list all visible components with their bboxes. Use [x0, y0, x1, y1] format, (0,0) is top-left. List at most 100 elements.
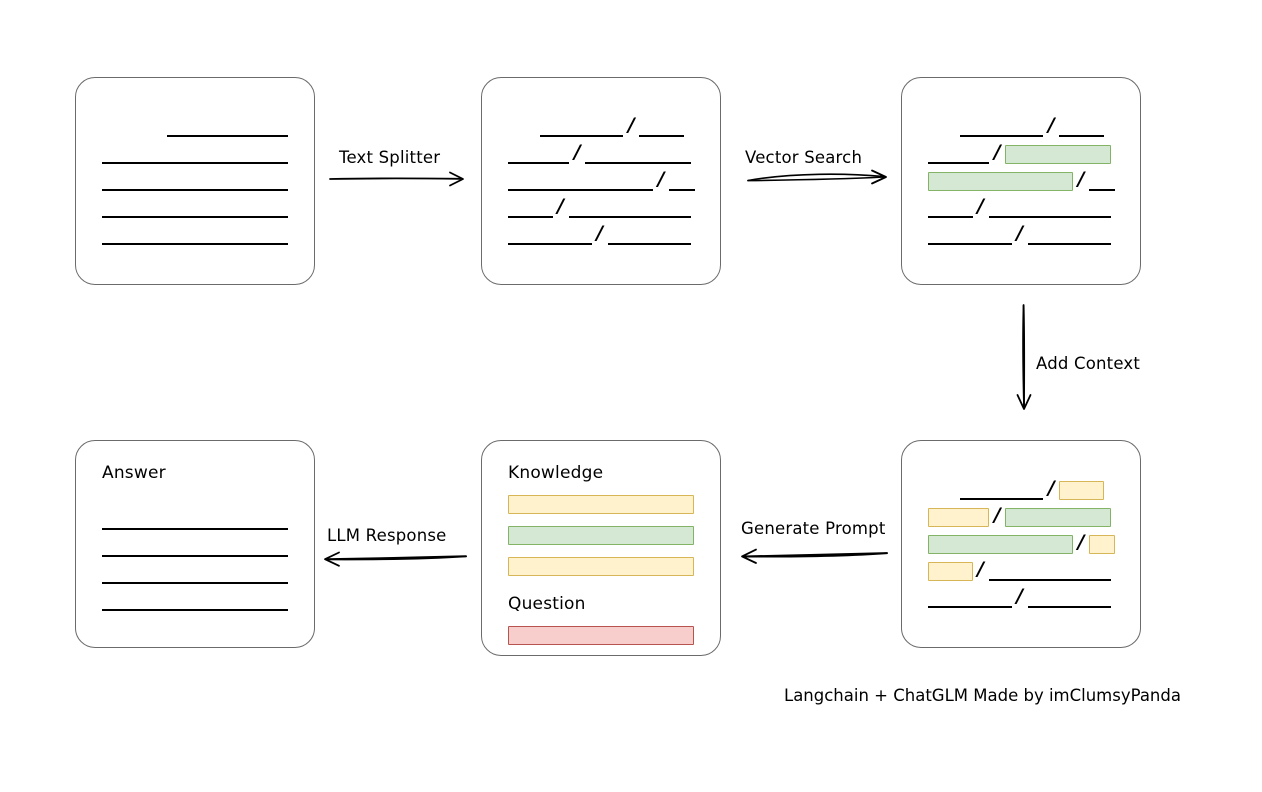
text-rule-segment — [508, 141, 570, 168]
text-line: / — [928, 167, 1116, 195]
indent-spacer — [102, 114, 167, 141]
arrow-generate-prompt — [741, 548, 888, 564]
text-line: / — [508, 141, 694, 168]
knowledge-bar-3 — [508, 557, 694, 576]
context-document-lines: / / / / / — [928, 441, 1116, 647]
slash-separator: / — [1077, 167, 1085, 190]
text-rule-segment — [607, 222, 692, 249]
text-rule-segment — [508, 222, 592, 249]
text-line: / — [508, 114, 694, 141]
text-rule-segment — [102, 588, 288, 615]
split-document-lines: ///// — [508, 78, 696, 284]
edge-label-add-context: Add Context — [1036, 354, 1141, 373]
knowledge-label: Knowledge — [508, 463, 604, 483]
text-line — [102, 195, 288, 222]
slash-separator: / — [1047, 113, 1055, 136]
text-line: / — [928, 504, 1114, 531]
edge-label-text-splitter: Text Splitter — [339, 148, 441, 167]
highlight-yellow-segment — [1059, 480, 1104, 500]
indent-spacer — [508, 114, 540, 141]
text-rule-segment — [102, 141, 288, 168]
text-line: / — [928, 141, 1114, 168]
question-bars — [508, 626, 694, 657]
edge-label-llm-response: LLM Response — [327, 526, 447, 545]
highlight-green-segment — [928, 171, 1074, 191]
knowledge-bars — [508, 495, 694, 588]
text-rule-segment — [959, 114, 1044, 141]
node-matched-document[interactable]: / / / / / — [901, 77, 1141, 285]
matched-document-lines: / / / / / — [928, 78, 1116, 284]
text-line: / — [508, 167, 696, 195]
text-line — [102, 588, 288, 615]
question-bar-1 — [508, 626, 694, 645]
text-line: / — [928, 195, 1114, 222]
node-prompt[interactable]: Knowledge Question — [481, 440, 721, 656]
footer-credit: Langchain + ChatGLM Made by imClumsyPand… — [784, 686, 1181, 705]
text-line: / — [928, 558, 1114, 585]
slash-separator: / — [1077, 530, 1085, 553]
text-line — [102, 168, 288, 195]
slash-separator: / — [573, 140, 581, 163]
text-rule-segment — [988, 195, 1112, 222]
text-rule-segment — [167, 114, 288, 141]
slash-separator: / — [1047, 476, 1055, 499]
text-rule-segment — [1027, 585, 1112, 612]
text-rule-segment — [988, 558, 1112, 585]
knowledge-bar-2 — [508, 526, 694, 545]
slash-separator: / — [557, 194, 565, 217]
text-rule-segment — [928, 222, 1012, 249]
slash-separator: / — [977, 557, 985, 580]
highlight-yellow-segment — [928, 561, 973, 581]
highlight-green-segment — [1005, 507, 1112, 527]
text-rule-segment — [102, 561, 288, 588]
highlight-yellow-segment — [1089, 534, 1116, 554]
arrow-vector-search — [747, 169, 887, 185]
slash-separator: / — [993, 503, 1001, 526]
indent-spacer — [928, 114, 960, 141]
text-rule-segment — [928, 195, 973, 222]
knowledge-bar-1 — [508, 495, 694, 514]
highlight-yellow-segment — [928, 507, 990, 527]
highlight-green-segment — [928, 534, 1074, 554]
edge-label-generate-prompt: Generate Prompt — [741, 519, 886, 538]
arrow-add-context — [1016, 304, 1032, 410]
text-line — [102, 507, 288, 534]
text-line: / — [928, 477, 1114, 504]
text-rule-segment — [669, 168, 696, 195]
prompt-content: Knowledge Question — [508, 441, 694, 655]
text-line: / — [928, 530, 1116, 558]
text-line — [102, 534, 288, 561]
source-document-lines — [102, 78, 288, 284]
highlight-green-segment — [1005, 144, 1112, 164]
edge-label-vector-search: Vector Search — [745, 148, 863, 167]
slash-separator: / — [627, 113, 635, 136]
node-answer[interactable]: Answer — [75, 440, 315, 648]
text-rule-segment — [102, 507, 288, 534]
answer-lines — [102, 507, 288, 615]
text-rule-segment — [539, 114, 624, 141]
slash-separator: / — [657, 167, 665, 190]
text-line: / — [508, 195, 694, 222]
slash-separator: / — [977, 194, 985, 217]
text-rule-segment — [102, 168, 288, 195]
text-line — [102, 141, 288, 168]
slash-separator: / — [1016, 584, 1024, 607]
node-source-document[interactable] — [75, 77, 315, 285]
text-line — [102, 222, 288, 249]
text-rule-segment — [1027, 222, 1112, 249]
text-rule-segment — [102, 534, 288, 561]
node-split-document[interactable]: ///// — [481, 77, 721, 285]
text-rule-segment — [102, 195, 288, 222]
text-rule-segment — [102, 222, 288, 249]
node-context-document[interactable]: / / / / / — [901, 440, 1141, 648]
text-rule-segment — [1089, 168, 1116, 195]
answer-title: Answer — [102, 463, 166, 483]
text-line: / — [928, 222, 1114, 249]
slash-separator: / — [993, 140, 1001, 163]
slash-separator: / — [1016, 221, 1024, 244]
arrow-text-splitter — [329, 171, 464, 187]
text-line: / — [928, 114, 1114, 141]
text-rule-segment — [959, 477, 1044, 504]
text-rule-segment — [928, 141, 990, 168]
